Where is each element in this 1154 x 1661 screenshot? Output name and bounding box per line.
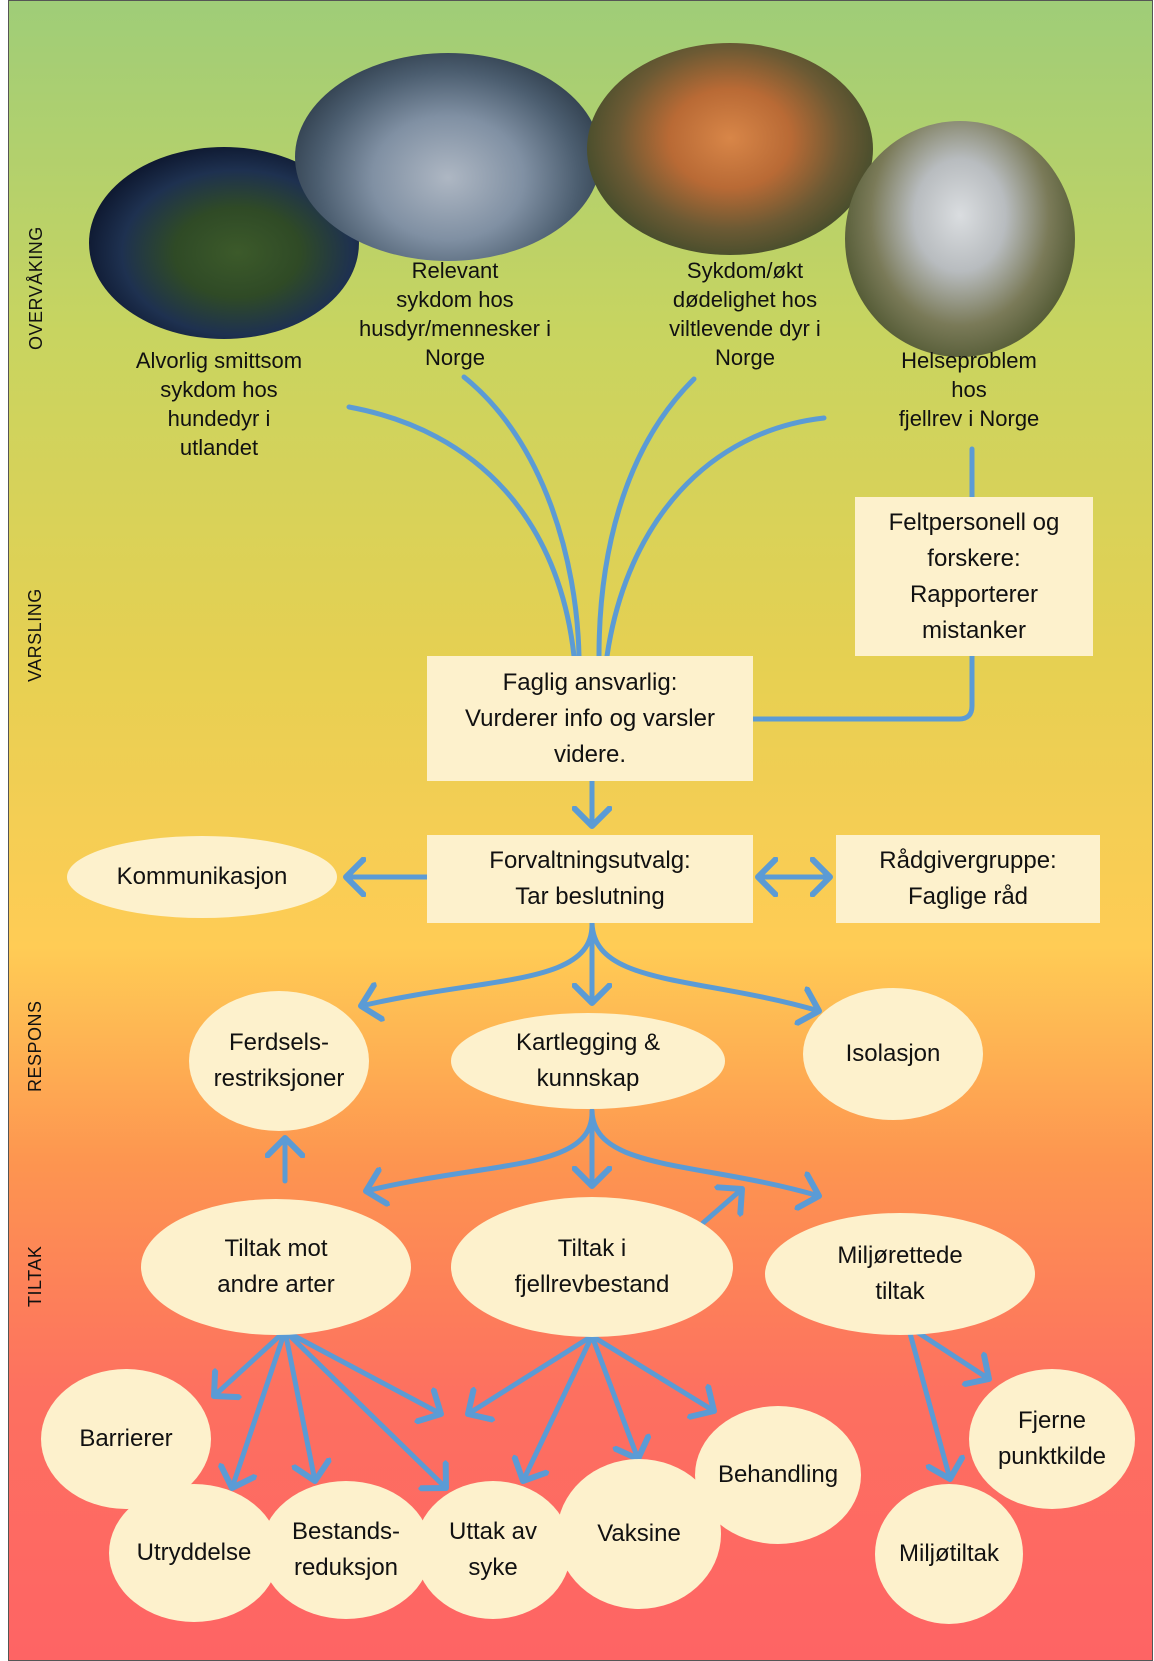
box-radgiver-label: Rådgivergruppe: Faglige råd bbox=[879, 847, 1057, 910]
caption-abroad: Alvorlig smittsom sykdom hos hundedyr i … bbox=[135, 348, 303, 460]
arrow-andre-to-utryddelse bbox=[232, 1328, 288, 1488]
box-feltpersonell: Feltpersonell og forskere: Rapporterer m… bbox=[855, 497, 1093, 656]
line-field-to-faglig bbox=[750, 653, 975, 722]
curve-from-wildlife bbox=[596, 376, 697, 659]
node-kommunikasjon-label: Kommunikasjon bbox=[116, 863, 288, 890]
arrow-andre-to-uttak bbox=[282, 1328, 446, 1488]
arrow-fjellrev-to-center bbox=[468, 1333, 595, 1414]
diagram-canvas: OVERVÅKING VARSLING RESPONS TILTAK Alvor… bbox=[8, 0, 1153, 1661]
stage-label-overvaking: OVERVÅKING bbox=[26, 226, 46, 350]
box-feltpersonell-label: Feltpersonell og forskere: Rapporterer m… bbox=[888, 508, 1060, 644]
node-utryddelse-label: Utryddelse bbox=[136, 1539, 252, 1566]
caption-arctic-fox: Helseproblem hos fjellrev i Norge bbox=[898, 348, 1040, 431]
node-kommunikasjon: Kommunikasjon bbox=[67, 836, 337, 918]
arctic-fox-photo bbox=[845, 121, 1075, 357]
arrow-fjellrev-upright bbox=[700, 1189, 742, 1226]
node-isolasjon-label: Isolasjon bbox=[845, 1040, 941, 1067]
node-kartlegging-label: Kartlegging & kunnskap bbox=[515, 1029, 661, 1092]
arrow-fjellrev-to-behandling bbox=[589, 1333, 714, 1411]
caption-domestic: Relevant sykdom hos husdyr/mennesker i N… bbox=[359, 258, 551, 370]
arrow-miljo-to-miljotiltak bbox=[905, 1323, 950, 1479]
node-utryddelse: Utryddelse bbox=[109, 1484, 279, 1622]
node-ferdsel-label: Ferdsels- restriksjoner bbox=[213, 1029, 345, 1092]
arrow-andre-to-barrierer bbox=[214, 1328, 288, 1396]
node-ferdsel: Ferdsels- restriksjoner bbox=[189, 991, 369, 1131]
arrow-to-isolasjon bbox=[589, 920, 819, 1011]
node-fjerne-punktkilde: Fjerne punktkilde bbox=[969, 1369, 1135, 1509]
red-fox-photo bbox=[587, 43, 873, 255]
arrow-miljo-to-fjerne bbox=[905, 1323, 989, 1379]
city-photo bbox=[295, 53, 601, 261]
box-forvaltningsutvalg: Forvaltningsutvalg: Tar beslutning bbox=[427, 835, 753, 923]
caption-wildlife: Sykdom/økt dødelighet hos viltlevende dy… bbox=[669, 258, 821, 370]
node-uttak-av-syke: Uttak av syke bbox=[415, 1481, 571, 1619]
node-tiltak-fjellrev: Tiltak i fjellrevbestand bbox=[451, 1197, 733, 1337]
arrow-to-miljo-tiltak bbox=[589, 1108, 819, 1196]
node-tiltak-fjellrev-label: Tiltak i fjellrevbestand bbox=[514, 1235, 670, 1298]
box-forvaltning-label: Forvaltningsutvalg: Tar beslutning bbox=[489, 847, 691, 910]
node-kartlegging: Kartlegging & kunnskap bbox=[451, 1013, 725, 1109]
node-tiltak-andre-label: Tiltak mot andre arter bbox=[217, 1235, 335, 1298]
node-miljorettede-tiltak: Miljørettede tiltak bbox=[765, 1213, 1035, 1335]
node-bestandsreduksjon: Bestands- reduksjon bbox=[261, 1481, 431, 1619]
node-isolasjon: Isolasjon bbox=[803, 988, 983, 1120]
arrow-to-ferdsel bbox=[361, 920, 595, 1006]
stage-label-respons: RESPONS bbox=[25, 1000, 45, 1092]
arrow-to-tiltak-andre bbox=[366, 1108, 595, 1191]
curve-from-domestic bbox=[461, 374, 582, 659]
arrow-andre-to-bestand bbox=[282, 1328, 315, 1481]
arrow-fjellrev-to-vaksine bbox=[589, 1333, 638, 1459]
stage-label-varsling: VARSLING bbox=[25, 588, 45, 682]
node-fjerne-label: Fjerne punktkilde bbox=[997, 1407, 1107, 1470]
arrow-andre-to-center bbox=[282, 1328, 441, 1414]
stage-label-tiltak: TILTAK bbox=[25, 1245, 45, 1307]
flow-arrows bbox=[9, 374, 1153, 1661]
node-uttak-label: Uttak av syke bbox=[448, 1518, 538, 1581]
box-radgivergruppe: Rådgivergruppe: Faglige råd bbox=[836, 835, 1100, 923]
curve-from-arctic-fox bbox=[604, 415, 827, 659]
arrow-fjellrev-to-uttak bbox=[523, 1333, 595, 1481]
node-vaksine: Vaksine bbox=[557, 1459, 721, 1609]
node-barrierer-label: Barrierer bbox=[79, 1425, 173, 1452]
node-bestand-label: Bestands- reduksjon bbox=[291, 1518, 401, 1581]
node-miljo-tiltak-label: Miljørettede tiltak bbox=[837, 1242, 963, 1305]
curve-from-abroad bbox=[346, 404, 577, 659]
node-miljotiltak: Miljøtiltak bbox=[875, 1484, 1023, 1624]
node-behandling-label: Behandling bbox=[717, 1461, 839, 1488]
box-faglig-ansvarlig: Faglig ansvarlig: Vurderer info og varsl… bbox=[427, 656, 753, 781]
node-vaksine-label: Vaksine bbox=[597, 1520, 681, 1547]
node-miljotiltak-label: Miljøtiltak bbox=[899, 1540, 999, 1567]
node-tiltak-andre: Tiltak mot andre arter bbox=[141, 1199, 411, 1335]
box-faglig-label: Faglig ansvarlig: Vurderer info og varsl… bbox=[465, 668, 715, 768]
node-behandling: Behandling bbox=[695, 1406, 861, 1544]
